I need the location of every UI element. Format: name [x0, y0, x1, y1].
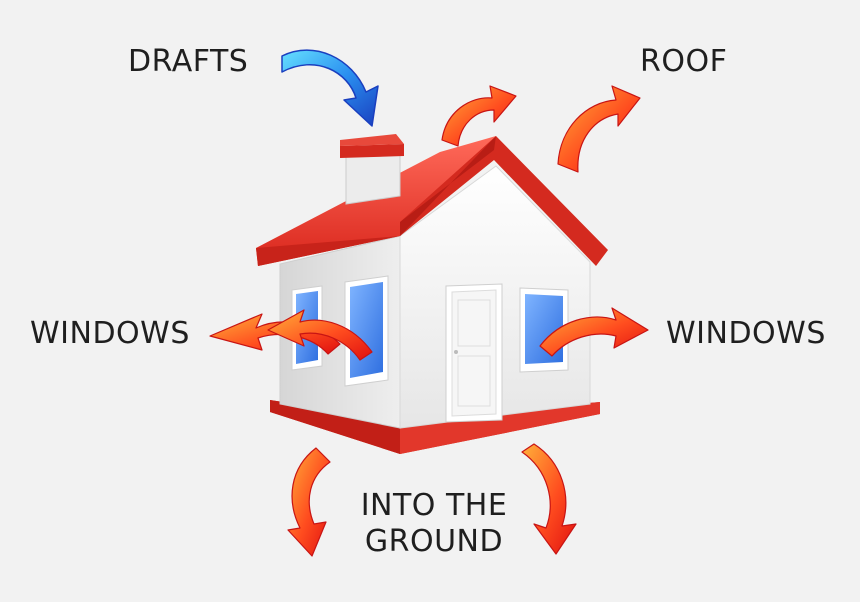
- red-arrow-icon: [267, 309, 373, 361]
- front-door: [445, 283, 503, 423]
- blue-arrow-icon: [281, 49, 379, 127]
- red-arrow-icon: [539, 307, 649, 357]
- ground-label-line1: INTO THE: [360, 488, 508, 523]
- house-icon: [256, 134, 608, 454]
- windows-left-label: WINDOWS: [30, 316, 190, 351]
- into-the-ground-label: INTO THE GROUND: [352, 488, 516, 560]
- chimney: [340, 134, 404, 205]
- red-arrow-icon: [441, 85, 517, 147]
- red-arrow-icon: [521, 443, 577, 555]
- windows-right-label: WINDOWS: [666, 316, 826, 351]
- drafts-label: DRAFTS: [128, 44, 249, 79]
- roof-label: ROOF: [640, 44, 728, 79]
- ground-label-line2: GROUND: [364, 524, 504, 559]
- red-arrow-icon: [287, 447, 331, 557]
- side-window-2: [344, 275, 389, 387]
- red-arrow-icon: [557, 85, 641, 173]
